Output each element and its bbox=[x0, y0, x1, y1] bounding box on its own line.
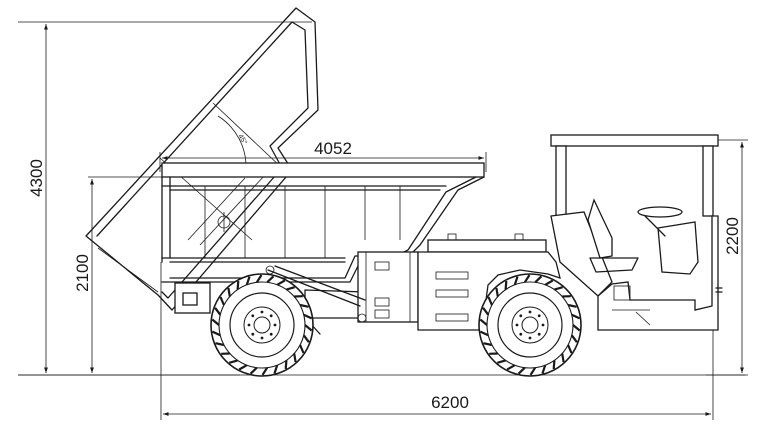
dimension-body-height-label: 2100 bbox=[73, 254, 92, 292]
dimension-overall-length-label: 6200 bbox=[431, 393, 469, 412]
raised-dump-bed bbox=[85, 7, 319, 311]
front-wheel bbox=[210, 273, 314, 377]
dimension-body-height bbox=[88, 176, 170, 373]
dimension-total-height-label: 4300 bbox=[27, 159, 46, 197]
cab bbox=[550, 134, 723, 331]
dimension-bed-length-label: 4052 bbox=[314, 139, 352, 158]
dimension-cab-height-label: 2200 bbox=[723, 217, 742, 255]
engine-body bbox=[417, 233, 561, 331]
dump-angle-mark: 45° bbox=[217, 115, 249, 169]
rear-wheel bbox=[478, 273, 582, 377]
chassis-frame bbox=[174, 251, 419, 335]
